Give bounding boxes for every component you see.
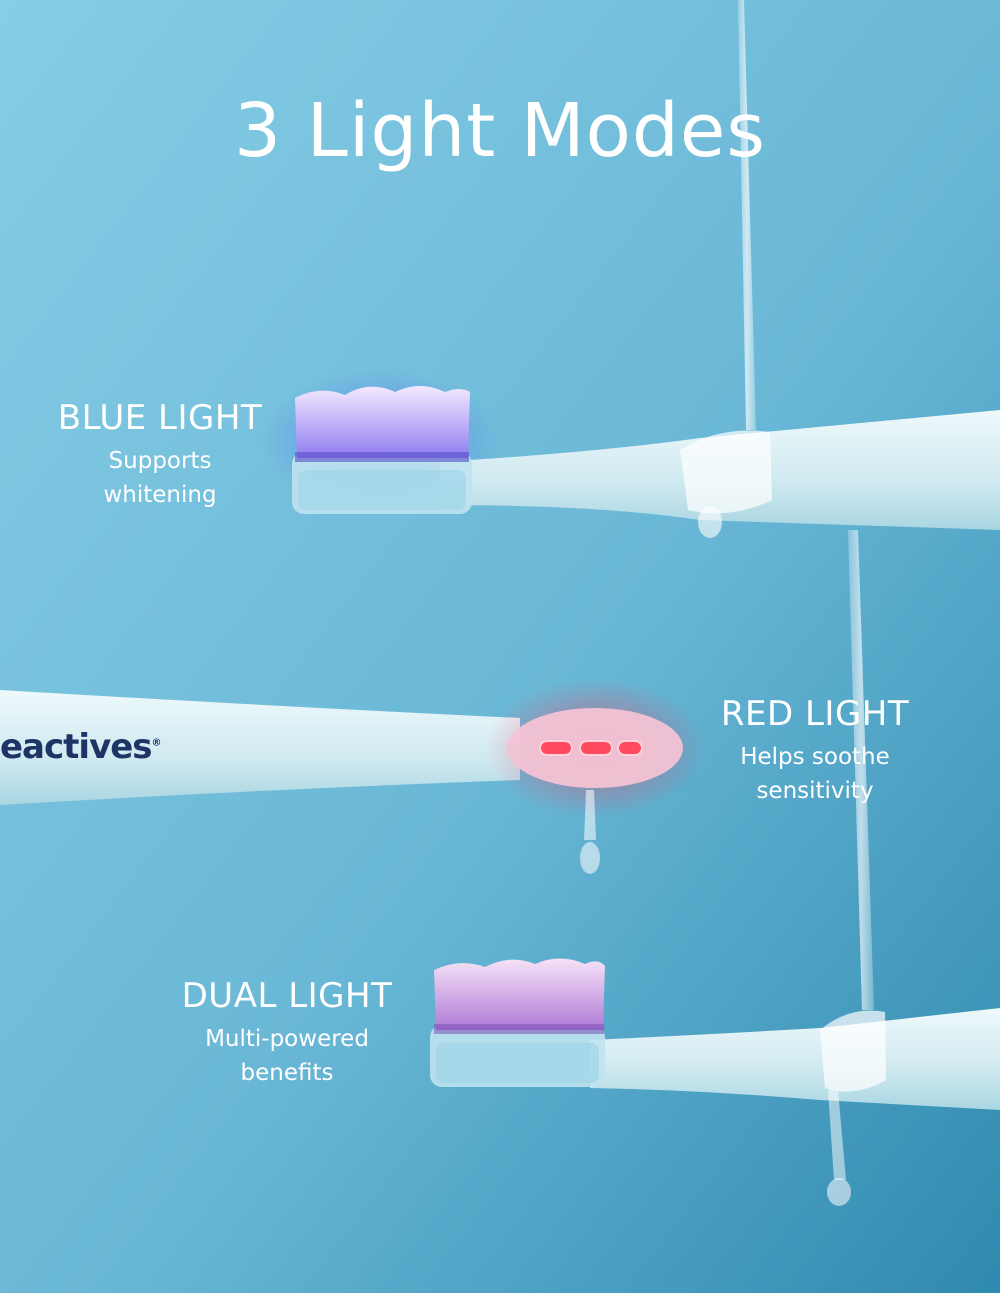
brand-name: eactives [0, 727, 153, 767]
page-title: 3 Light Modes [234, 88, 766, 174]
mode-label: DUAL LIGHT [181, 976, 393, 1016]
mode-desc-line: Multi-powered [205, 1026, 369, 1052]
mode-description: Helps soothe sensitivity [700, 740, 930, 808]
mode-desc-line: benefits [240, 1060, 334, 1086]
mode-red-light: RED LIGHT Helps soothe sensitivity [700, 694, 930, 808]
mode-desc-line: Helps soothe [740, 744, 890, 770]
mode-description: Supports whitening [40, 444, 280, 512]
mode-blue-light: BLUE LIGHT Supports whitening [40, 398, 280, 512]
mode-desc-line: whitening [103, 482, 217, 508]
mode-description: Multi-powered benefits [172, 1022, 402, 1090]
mode-label: RED LIGHT [720, 694, 910, 734]
brand-mark: ® [151, 737, 162, 749]
mode-desc-line: sensitivity [756, 778, 874, 804]
brand-logo-text: eactives® [0, 727, 162, 767]
mode-dual-light: DUAL LIGHT Multi-powered benefits [172, 976, 402, 1090]
mode-label: BLUE LIGHT [57, 398, 263, 438]
mode-desc-line: Supports [108, 448, 212, 474]
